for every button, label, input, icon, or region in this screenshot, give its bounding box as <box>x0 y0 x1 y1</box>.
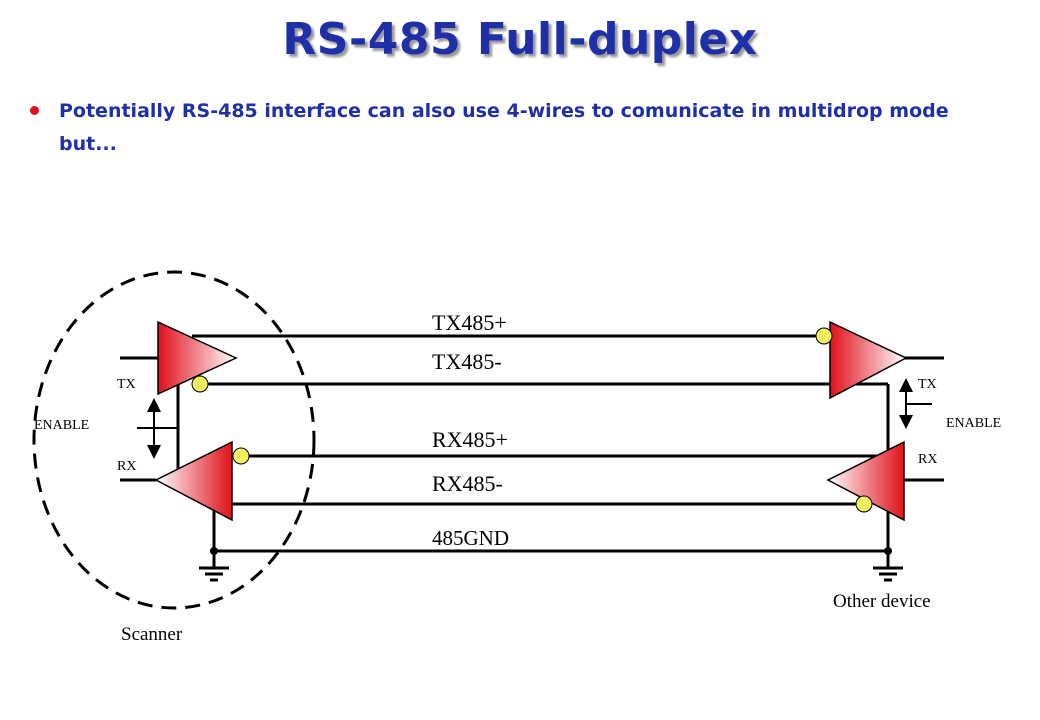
label-tx485-plus: TX485+ <box>432 310 507 335</box>
right-tx-driver <box>829 320 908 400</box>
scanner-boundary <box>32 270 316 610</box>
left-rx-receiver <box>154 440 233 522</box>
node-right-tx-plus <box>815 327 833 345</box>
right-rx-label: RX <box>918 452 937 467</box>
left-tx-label: TX <box>117 377 136 392</box>
right-tx-label: TX <box>918 377 937 392</box>
label-rx485-plus: RX485+ <box>432 427 508 452</box>
node-right-rx-minus <box>855 495 873 513</box>
bullet-text: Potentially RS-485 interface can also us… <box>59 100 949 155</box>
other-device-label: Other device <box>833 591 931 612</box>
node-left-rx-plus <box>232 447 250 465</box>
bullet-icon <box>30 106 39 115</box>
right-enable-label: ENABLE <box>946 416 1001 431</box>
label-rx485-minus: RX485- <box>432 471 503 496</box>
left-tx-driver <box>157 320 238 396</box>
node-left-tx-minus <box>191 375 209 393</box>
left-rx-label: RX <box>117 459 136 474</box>
label-tx485-minus: TX485- <box>432 349 502 374</box>
page-title: RS-485 Full-duplex <box>282 14 758 65</box>
left-enable-label: ENABLE <box>34 418 89 433</box>
label-485gnd: 485GND <box>432 526 509 550</box>
scanner-label: Scanner <box>121 624 183 645</box>
